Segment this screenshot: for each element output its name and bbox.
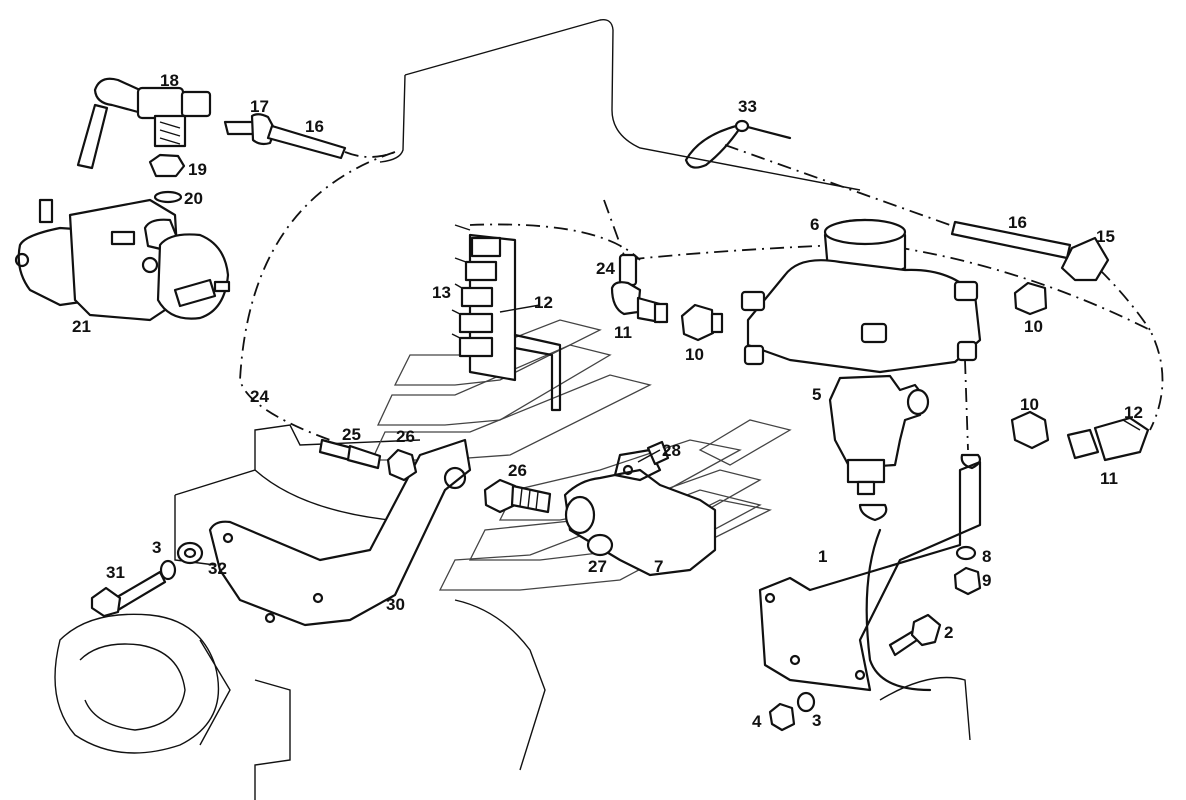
callout-20: 20 xyxy=(184,189,203,208)
vehicle-body-outline xyxy=(54,19,971,800)
callout-19: 19 xyxy=(188,160,207,179)
callout-11-upper: 11 xyxy=(614,323,632,342)
callout-26-right: 26 xyxy=(508,461,527,480)
callout-10-left: 10 xyxy=(685,345,704,364)
callout-leaders xyxy=(499,304,1141,463)
callout-27: 27 xyxy=(588,557,607,576)
callout-10-right-upper: 10 xyxy=(1024,317,1043,336)
callout-4: 4 xyxy=(752,712,762,731)
part-4-nut xyxy=(768,702,796,732)
callout-16-left: 16 xyxy=(305,117,324,136)
callout-24-left: 24 xyxy=(250,387,269,406)
callout-5: 5 xyxy=(812,385,821,404)
callout-12-right: 12 xyxy=(1124,403,1143,422)
part-10-fitting-right-upper xyxy=(1013,281,1048,316)
part-16-pipe-right xyxy=(950,220,1072,260)
pipe-route-lines xyxy=(239,144,1164,451)
callout-25: 25 xyxy=(342,425,361,444)
part-18-tee-fitting xyxy=(76,77,212,170)
callout-21: 21 xyxy=(72,317,91,336)
callout-13: 13 xyxy=(432,283,451,302)
part-10-fitting-right-lower xyxy=(1010,410,1050,450)
part-11-elbow-upper xyxy=(636,296,669,324)
part-5-relay-valve xyxy=(740,259,982,496)
part-21-hydraulic-pump xyxy=(14,198,231,322)
callout-7: 7 xyxy=(654,557,663,576)
callout-labels: 1 2 3 3 4 5 6 7 8 9 10 10 10 11 11 12 12… xyxy=(72,71,1143,731)
callout-2: 2 xyxy=(944,623,953,642)
callout-32: 32 xyxy=(208,559,227,578)
part-30-lever-bracket xyxy=(208,438,472,627)
callout-3-lower: 3 xyxy=(812,711,821,730)
part-13-valve-block xyxy=(451,224,562,412)
part-16-pipe-left xyxy=(266,124,347,160)
callout-6: 6 xyxy=(810,215,819,234)
part-3-washer-left xyxy=(159,559,177,581)
callout-33: 33 xyxy=(738,97,757,116)
callout-31: 31 xyxy=(106,563,125,582)
callout-11-right: 11 xyxy=(1100,469,1118,488)
part-8-washer xyxy=(955,545,977,561)
part-10-fitting-left xyxy=(680,303,724,342)
callout-18: 18 xyxy=(160,71,179,90)
part-25-connector xyxy=(318,438,382,470)
callout-12-left: 12 xyxy=(534,293,553,312)
part-3-washer-lower xyxy=(796,691,816,713)
callout-8: 8 xyxy=(982,547,991,566)
callout-16-right: 16 xyxy=(1008,213,1027,232)
callout-24-upper: 24 xyxy=(596,259,615,278)
part-33-cable-tie xyxy=(684,119,792,169)
part-15-elbow-right xyxy=(1060,236,1110,282)
callout-30: 30 xyxy=(386,595,405,614)
part-26-fitting-right xyxy=(483,478,552,514)
part-6-valve-cap xyxy=(823,218,907,276)
part-32-washer xyxy=(176,541,204,565)
callout-26-left: 26 xyxy=(396,427,415,446)
part-9-nut xyxy=(953,566,982,596)
part-17-coupling xyxy=(223,113,277,146)
part-20-washer xyxy=(153,190,183,204)
callout-17: 17 xyxy=(250,97,269,116)
callout-15: 15 xyxy=(1096,227,1115,246)
part-31-bolt xyxy=(90,570,167,618)
part-1-bracket xyxy=(758,453,982,692)
part-27-brake-valve xyxy=(563,448,717,577)
part-11-elbow-right xyxy=(1066,416,1150,462)
part-2-bolt xyxy=(888,613,942,657)
part-19-nut xyxy=(148,153,186,178)
part-26-nut-left xyxy=(386,448,418,482)
callout-1: 1 xyxy=(818,547,827,566)
part-28-cap xyxy=(646,440,670,466)
part-24-sensor xyxy=(610,253,642,316)
callout-9: 9 xyxy=(982,571,991,590)
callout-10-right-lower: 10 xyxy=(1020,395,1039,414)
callout-3-left: 3 xyxy=(152,538,161,557)
callout-28: 28 xyxy=(662,441,681,460)
